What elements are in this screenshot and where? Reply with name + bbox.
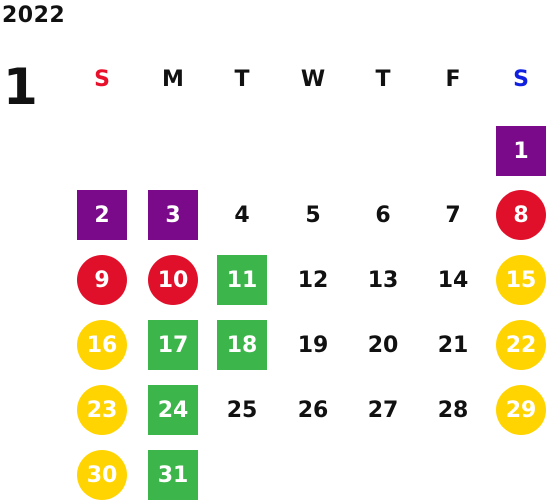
weekday-label: M xyxy=(162,67,184,92)
day-cell-14[interactable]: 14 xyxy=(437,267,469,293)
day-cell-31[interactable]: 31 xyxy=(148,450,198,500)
weekday-label: S xyxy=(513,67,529,92)
day-cell-1[interactable]: 1 xyxy=(496,126,546,176)
day-cell-20[interactable]: 20 xyxy=(367,332,399,358)
day-cell-11[interactable]: 11 xyxy=(217,255,267,305)
day-cell-23[interactable]: 23 xyxy=(77,385,127,435)
day-cell-5[interactable]: 5 xyxy=(305,202,321,228)
calendar-year: 2022 xyxy=(2,3,66,28)
weekday-label: T xyxy=(375,67,391,92)
weekday-label: W xyxy=(300,67,326,92)
day-cell-19[interactable]: 19 xyxy=(297,332,329,358)
day-cell-10[interactable]: 10 xyxy=(148,255,198,305)
day-cell-29[interactable]: 29 xyxy=(496,385,546,435)
day-cell-7[interactable]: 7 xyxy=(445,202,461,228)
weekday-label: T xyxy=(234,67,250,92)
day-cell-27[interactable]: 27 xyxy=(367,397,399,423)
day-cell-6[interactable]: 6 xyxy=(375,202,391,228)
day-cell-26[interactable]: 26 xyxy=(297,397,329,423)
day-cell-3[interactable]: 3 xyxy=(148,190,198,240)
day-cell-17[interactable]: 17 xyxy=(148,320,198,370)
day-cell-8[interactable]: 8 xyxy=(496,190,546,240)
day-cell-18[interactable]: 18 xyxy=(217,320,267,370)
day-cell-30[interactable]: 30 xyxy=(77,450,127,500)
day-cell-12[interactable]: 12 xyxy=(297,267,329,293)
day-cell-2[interactable]: 2 xyxy=(77,190,127,240)
day-cell-22[interactable]: 22 xyxy=(496,320,546,370)
weekday-label: F xyxy=(445,67,461,92)
calendar-month: 1 xyxy=(3,58,38,116)
day-cell-24[interactable]: 24 xyxy=(148,385,198,435)
day-cell-4[interactable]: 4 xyxy=(234,202,250,228)
day-cell-13[interactable]: 13 xyxy=(367,267,399,293)
day-cell-21[interactable]: 21 xyxy=(437,332,469,358)
day-cell-15[interactable]: 15 xyxy=(496,255,546,305)
day-cell-25[interactable]: 25 xyxy=(226,397,258,423)
weekday-label: S xyxy=(94,67,110,92)
day-cell-16[interactable]: 16 xyxy=(77,320,127,370)
day-cell-28[interactable]: 28 xyxy=(437,397,469,423)
day-cell-9[interactable]: 9 xyxy=(77,255,127,305)
